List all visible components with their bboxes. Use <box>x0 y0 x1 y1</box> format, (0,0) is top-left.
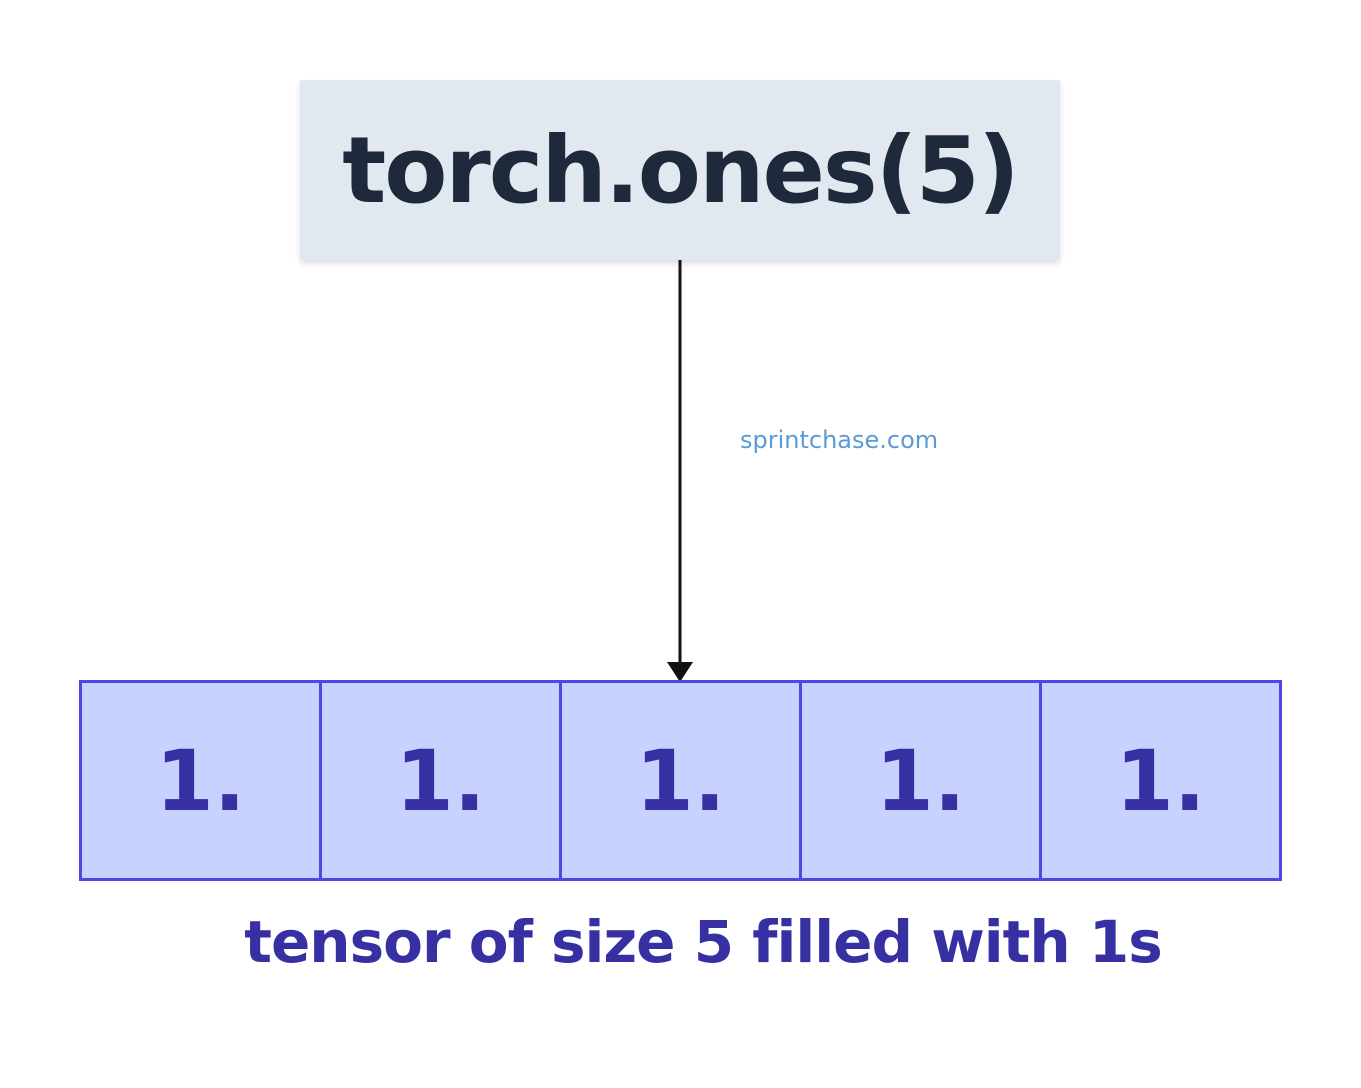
watermark-text: sprintchase.com <box>740 426 939 454</box>
arrow-head-icon <box>667 662 693 682</box>
tensor-cell-value: 1. <box>395 731 486 830</box>
tensor-row: 1. 1. 1. 1. 1. <box>79 680 1282 881</box>
tensor-cell-value: 1. <box>875 731 966 830</box>
tensor-cell-value: 1. <box>1115 731 1206 830</box>
tensor-cell: 1. <box>559 680 802 881</box>
tensor-cell-value: 1. <box>155 731 246 830</box>
tensor-caption: tensor of size 5 filled with 1s <box>244 908 1163 976</box>
tensor-cell: 1. <box>79 680 322 881</box>
function-box: torch.ones(5) <box>300 80 1060 260</box>
tensor-cell-value: 1. <box>635 731 726 830</box>
function-label: torch.ones(5) <box>342 116 1019 224</box>
tensor-cell: 1. <box>799 680 1042 881</box>
tensor-cell: 1. <box>1039 680 1282 881</box>
tensor-cell: 1. <box>319 680 562 881</box>
